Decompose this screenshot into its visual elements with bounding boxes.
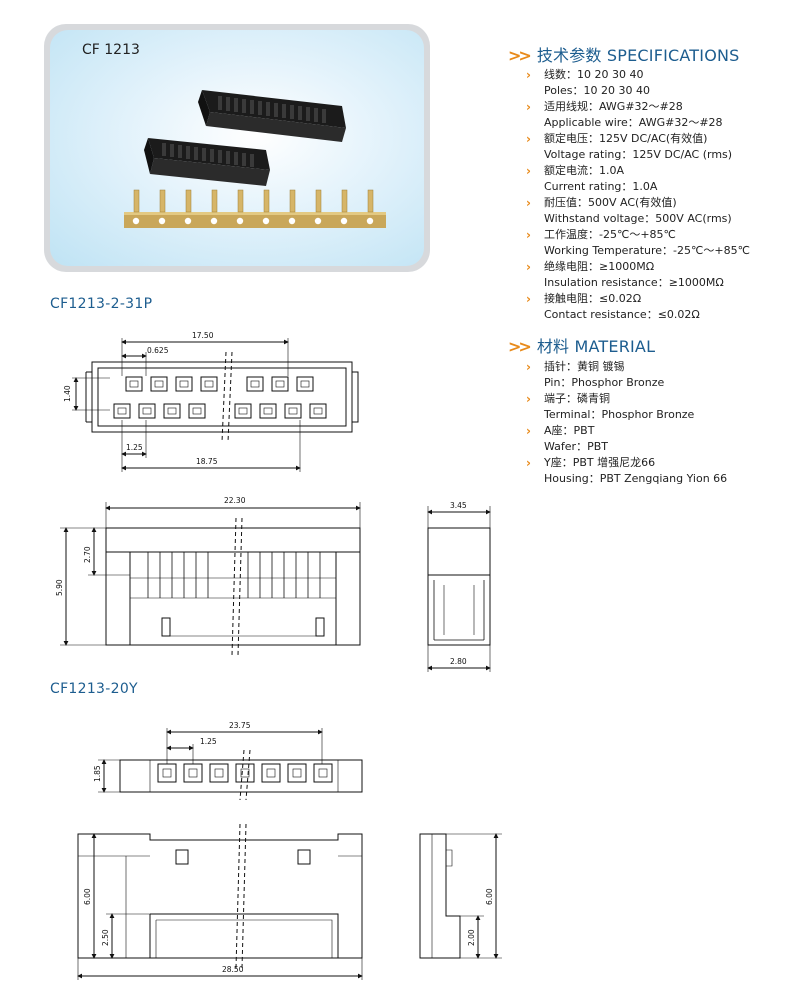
spec-cn: 额定电压：125V DC/AC(有效值) bbox=[544, 132, 708, 145]
dim-17-50: 17.50 bbox=[192, 331, 214, 340]
chevron-right-icon: › bbox=[526, 424, 531, 438]
chevron-right-icon: › bbox=[526, 228, 531, 242]
chevron-right-icon: › bbox=[526, 456, 531, 470]
dim-1-40: 1.40 bbox=[63, 385, 72, 402]
spec-en: Withstand voltage：500V AC(rms) bbox=[544, 212, 732, 225]
chevron-right-icon: › bbox=[526, 196, 531, 210]
chevron-right-icon: › bbox=[526, 68, 531, 82]
dim-1-85: 1.85 bbox=[93, 765, 102, 782]
material-cn: Y座：PBT 增强尼龙66 bbox=[544, 456, 656, 469]
photo-title: CF 1213 bbox=[82, 42, 140, 58]
spec-en: Applicable wire：AWG#32～#28 bbox=[544, 116, 723, 129]
dim-3-45: 3.45 bbox=[450, 501, 467, 510]
material-heading: >>材料 MATERIAL bbox=[508, 333, 655, 357]
spec-en: Working Temperature：-25℃～+85℃ bbox=[544, 244, 750, 257]
drawing-side-view-31p bbox=[427, 506, 491, 672]
chevron-right-icon: › bbox=[526, 292, 531, 306]
spec-item-wire: › 适用线规：AWG#32～#28 Applicable wire：AWG#32… bbox=[526, 99, 750, 131]
spec-cn: 耐压值：500V AC(有效值) bbox=[544, 196, 677, 209]
part-label-cf1213-20y: CF1213-20Y bbox=[50, 681, 138, 697]
chevron-right-icon: › bbox=[526, 360, 531, 374]
spec-cn: 绝缘电阻：≥1000MΩ bbox=[544, 260, 655, 273]
spec-item-current: › 额定电流：1.0A Current rating：1.0A bbox=[526, 163, 750, 195]
double-chevron-icon: >> bbox=[508, 46, 532, 65]
dim-2-00: 2.00 bbox=[467, 929, 476, 946]
spec-item-contact: › 接触电阻：≤0.02Ω Contact resistance：≤0.02Ω bbox=[526, 291, 750, 323]
spec-en: Contact resistance：≤0.02Ω bbox=[544, 308, 700, 321]
spec-item-insulation: › 绝缘电阻：≥1000MΩ Insulation resistance：≥10… bbox=[526, 259, 750, 291]
dim-18-75: 18.75 bbox=[196, 457, 218, 466]
spec-item-poles: › 线数：10 20 30 40 Poles：10 20 30 40 bbox=[526, 67, 750, 99]
spec-item-withstand: › 耐压值：500V AC(有效值) Withstand voltage：500… bbox=[526, 195, 750, 227]
chevron-right-icon: › bbox=[526, 392, 531, 406]
dim-6-00-a: 6.00 bbox=[83, 888, 92, 905]
dim-22-30: 22.30 bbox=[224, 496, 246, 505]
drawing-side-view-20y bbox=[419, 833, 502, 959]
dim-2-70: 2.70 bbox=[83, 546, 92, 563]
spec-cn: 接触电阻：≤0.02Ω bbox=[544, 292, 642, 305]
spec-item-temperature: › 工作温度：-25℃～+85℃ Working Temperature：-25… bbox=[526, 227, 750, 259]
chevron-right-icon: › bbox=[526, 100, 531, 114]
spec-item-voltage: › 额定电压：125V DC/AC(有效值) Voltage rating：12… bbox=[526, 131, 750, 163]
connector-housing-small bbox=[144, 138, 270, 186]
dim-28-50: 28.50 bbox=[222, 965, 244, 974]
product-photo-card: CF 1213 bbox=[44, 24, 430, 272]
material-heading-text: 材料 MATERIAL bbox=[536, 337, 656, 356]
chevron-right-icon: › bbox=[526, 164, 531, 178]
drawing-front-view-31p bbox=[60, 502, 361, 656]
material-en: Wafer：PBT bbox=[544, 440, 608, 453]
material-item-housing: › Y座：PBT 增强尼龙66 Housing：PBT Zengqiang Yi… bbox=[526, 455, 727, 487]
specifications-list: › 线数：10 20 30 40 Poles：10 20 30 40 › 适用线… bbox=[526, 67, 750, 323]
spec-en: Insulation resistance：≥1000MΩ bbox=[544, 276, 724, 289]
dim-1-25-a: 1.25 bbox=[126, 443, 143, 452]
connector-photo-illustration bbox=[124, 90, 386, 228]
dim-2-50: 2.50 bbox=[101, 929, 110, 946]
spec-en: Voltage rating：125V DC/AC (rms) bbox=[544, 148, 733, 161]
terminal-strip bbox=[124, 189, 386, 228]
material-cn: 插针：黄铜 镀锡 bbox=[544, 360, 625, 373]
spec-cn: 线数：10 20 30 40 bbox=[544, 68, 644, 81]
spec-en: Current rating：1.0A bbox=[544, 180, 658, 193]
dim-23-75: 23.75 bbox=[229, 721, 251, 730]
dim-0-625: 0.625 bbox=[147, 346, 169, 355]
material-list: › 插针：黄铜 镀锡 Pin：Phosphor Bronze › 端子：磷青铜 … bbox=[526, 359, 727, 487]
dim-1-25-b: 1.25 bbox=[200, 737, 217, 746]
double-chevron-icon: >> bbox=[508, 337, 532, 356]
part-label-cf1213-2-31p: CF1213-2-31P bbox=[50, 296, 153, 312]
spec-en: Poles：10 20 30 40 bbox=[544, 84, 651, 97]
spec-cn: 工作温度：-25℃～+85℃ bbox=[544, 228, 676, 241]
connector-housing-large bbox=[198, 90, 346, 142]
dim-2-80: 2.80 bbox=[450, 657, 467, 666]
material-item-wafer: › A座：PBT Wafer：PBT bbox=[526, 423, 727, 455]
spec-cn: 额定电流：1.0A bbox=[544, 164, 625, 177]
material-en: Housing：PBT Zengqiang Yion 66 bbox=[544, 472, 728, 485]
material-en: Pin：Phosphor Bronze bbox=[544, 376, 665, 389]
dim-6-00-b: 6.00 bbox=[485, 888, 494, 905]
specifications-heading-text: 技术参数 SPECIFICATIONS bbox=[536, 46, 740, 65]
chevron-right-icon: › bbox=[526, 260, 531, 274]
drawing-front-view-20y bbox=[77, 823, 363, 980]
material-cn: 端子：磷青铜 bbox=[544, 392, 610, 405]
chevron-right-icon: › bbox=[526, 132, 531, 146]
drawing-top-view-20y bbox=[98, 728, 363, 801]
spec-cn: 适用线规：AWG#32～#28 bbox=[544, 100, 683, 113]
material-en: Terminal：Phosphor Bronze bbox=[544, 408, 695, 421]
drawing-top-view-31p bbox=[72, 338, 359, 472]
product-photo: CF 1213 bbox=[50, 30, 424, 266]
specifications-heading: >>技术参数 SPECIFICATIONS bbox=[508, 42, 740, 66]
material-cn: A座：PBT bbox=[544, 424, 595, 437]
material-item-terminal: › 端子：磷青铜 Terminal：Phosphor Bronze bbox=[526, 391, 727, 423]
dim-5-90: 5.90 bbox=[55, 579, 64, 596]
material-item-pin: › 插针：黄铜 镀锡 Pin：Phosphor Bronze bbox=[526, 359, 727, 391]
